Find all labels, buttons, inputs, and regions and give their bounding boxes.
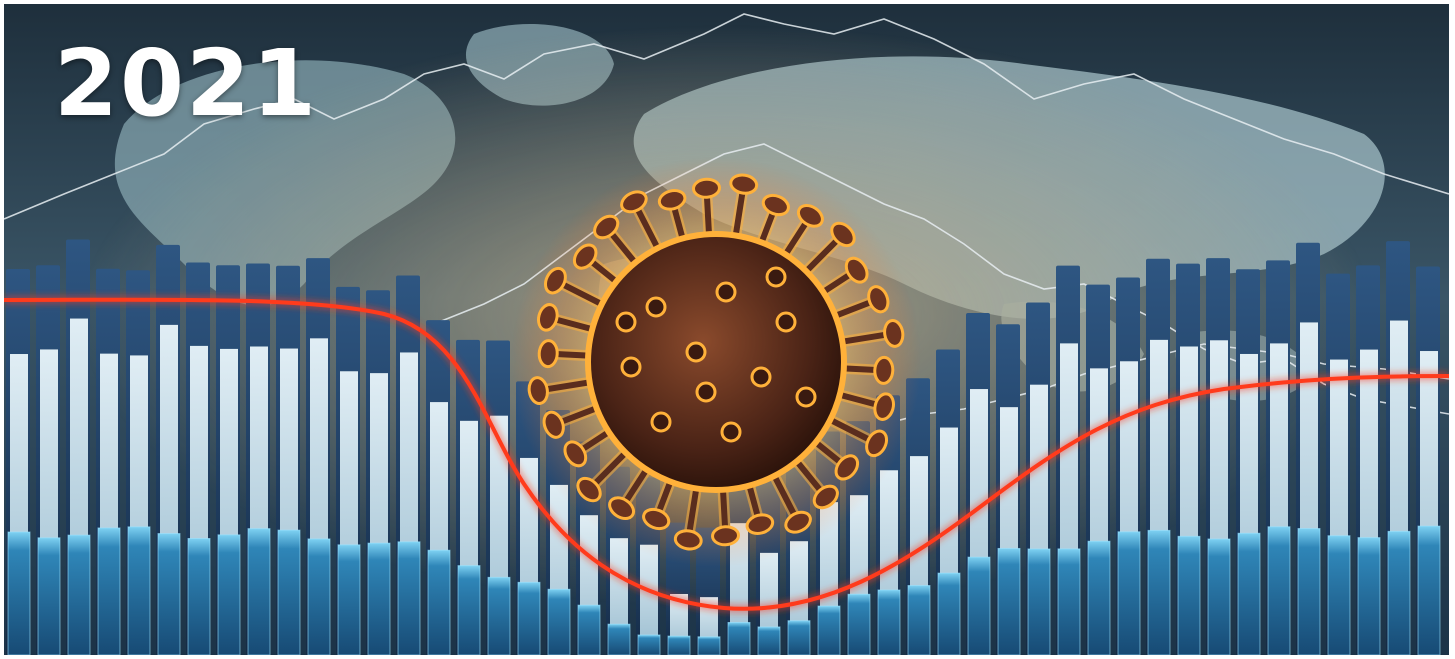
bar-bottom (1327, 535, 1351, 655)
bar-bottom (337, 544, 361, 655)
bar-bottom (217, 534, 241, 655)
bar-bottom (1417, 525, 1441, 655)
bar-bottom (907, 585, 931, 655)
bar-bottom (1207, 538, 1231, 655)
bar-bottom (1147, 529, 1171, 655)
coronavirus-icon (511, 157, 921, 567)
bar-front (640, 544, 658, 655)
bar-bottom (37, 537, 61, 655)
bar-bottom (67, 534, 91, 655)
virus-protein-dot (685, 341, 707, 363)
virus-protein-dot (615, 311, 637, 333)
bar-bottom (307, 538, 331, 655)
bar-bottom (1027, 548, 1051, 655)
bar-bottom (1177, 535, 1201, 655)
bar-bottom (247, 528, 271, 655)
bar-bottom (787, 620, 811, 655)
artwork-canvas (4, 4, 1449, 655)
virus-protein-dot (775, 311, 797, 333)
bar-bottom (847, 593, 871, 655)
bar-bottom (457, 565, 481, 655)
bar-bottom (367, 542, 391, 655)
bar-bottom (427, 549, 451, 655)
bar-bottom (817, 605, 841, 655)
bar-row-bottom (7, 525, 1441, 655)
virus-protein-dot (645, 296, 667, 318)
bar-bottom (1237, 532, 1261, 655)
bar-bottom (1087, 540, 1111, 655)
bar-bottom (607, 623, 631, 655)
bar-bottom (757, 626, 781, 655)
bar-bottom (1057, 548, 1081, 655)
virus-spike (537, 303, 606, 337)
bar-bottom (487, 576, 511, 655)
bar-bottom (97, 527, 121, 655)
virus-protein-dot (715, 281, 737, 303)
virus-protein-dot (765, 266, 787, 288)
bar-bottom (277, 529, 301, 655)
bar-bottom (1267, 526, 1291, 655)
bar-bottom (547, 588, 571, 655)
bar-bottom (577, 604, 601, 655)
virus-protein-dot (720, 421, 742, 443)
bar-bottom (697, 636, 721, 655)
bar-bottom (1297, 528, 1321, 655)
bar-bottom (997, 547, 1021, 655)
bar-bottom (1387, 530, 1411, 655)
bar-bottom (937, 572, 961, 655)
bar-bottom (157, 533, 181, 655)
virus-protein-dot (620, 356, 642, 378)
stock-line-upper (4, 13, 1449, 220)
bar-bottom (1357, 537, 1381, 655)
bar-bottom (187, 538, 211, 655)
covid-economy-illustration: 2021 (4, 4, 1449, 655)
bar-bottom (667, 635, 691, 655)
bar-bottom (877, 589, 901, 655)
bar-bottom (517, 581, 541, 655)
virus-protein-dot (650, 411, 672, 433)
virus-protein-dot (750, 366, 772, 388)
bar-bottom (7, 531, 31, 655)
bar-bottom (727, 621, 751, 655)
trend-curve (4, 297, 1449, 611)
bar-bottom (397, 541, 421, 655)
bar-bottom (967, 556, 991, 655)
bar-bottom (1117, 531, 1141, 655)
virus-surface-proteins (615, 266, 817, 443)
year-label: 2021 (54, 30, 319, 137)
bar-bottom (127, 526, 151, 655)
virus-protein-dot (795, 386, 817, 408)
bar-bottom (637, 634, 661, 655)
virus-protein-dot (695, 381, 717, 403)
